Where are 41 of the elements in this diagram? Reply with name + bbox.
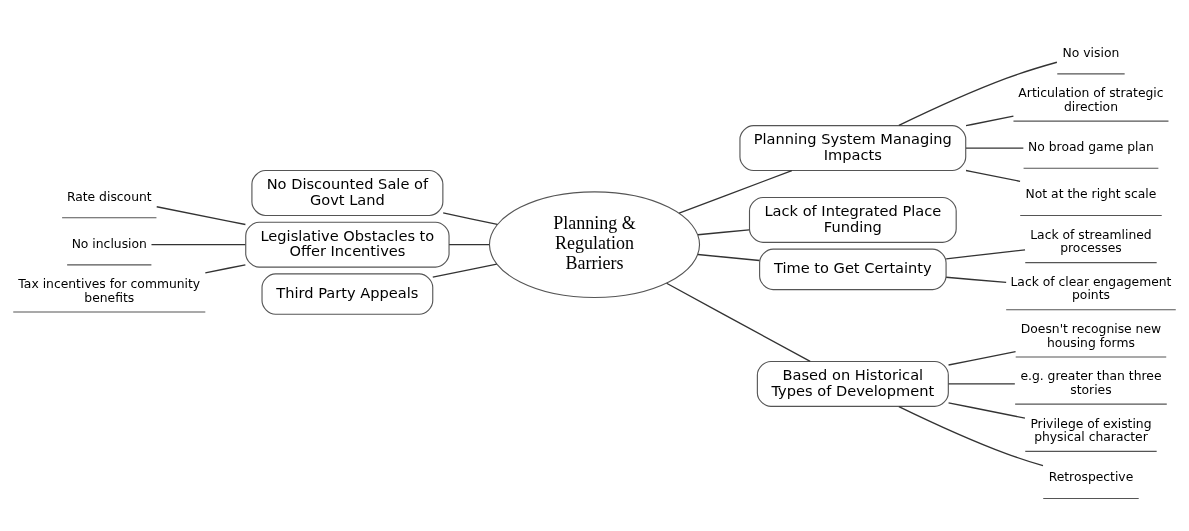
node-box: Planning System Managing Impacts — [739, 124, 967, 171]
node-text: No inclusion — [71, 236, 147, 251]
node-box: Legislative Obstacles to Offer Incentives — [245, 221, 450, 268]
connector — [442, 211, 498, 225]
connector — [432, 263, 498, 278]
connector — [678, 169, 793, 214]
connector — [448, 243, 490, 245]
node-text: Rate discount — [66, 189, 152, 204]
node-ellipse: Planning & Regulation Barriers — [488, 190, 701, 298]
connector — [898, 61, 1058, 126]
connector — [204, 263, 247, 274]
connector — [665, 282, 811, 362]
node-text: Tax incentives for community benefits — [18, 276, 201, 305]
connector — [156, 205, 247, 225]
node-text: Retrospective — [1048, 469, 1134, 484]
connector — [965, 115, 1015, 126]
node-box: Time to Get Certainty — [759, 248, 947, 290]
connector — [697, 228, 750, 235]
connector — [697, 253, 761, 261]
node-text: Lack of clear engagement points — [1010, 274, 1172, 302]
connector — [947, 350, 1017, 366]
node-text: Doesn't recognise new housing forms — [1020, 321, 1162, 350]
connector — [947, 382, 1016, 385]
connector — [947, 401, 1026, 419]
node-text: Articulation of strategic direction — [1018, 85, 1164, 114]
node-box: Lack of Integrated Place Funding — [748, 196, 957, 243]
node-text: Privilege of existing physical character — [1030, 416, 1152, 444]
node-text: Lack of streamlined processes — [1030, 227, 1152, 255]
connector — [150, 243, 246, 245]
node-text: No vision — [1062, 45, 1120, 60]
connector — [945, 248, 1026, 259]
node-box: No Discounted Sale of Govt Land — [251, 169, 444, 216]
connector — [898, 405, 1044, 466]
connector — [945, 276, 1007, 283]
node-box: Third Party Appeals — [261, 272, 434, 315]
node-text: e.g. greater than three stories — [1020, 368, 1162, 397]
node-box: Based on Historical Types of Development — [756, 360, 949, 407]
node-text: Not at the right scale — [1025, 186, 1157, 201]
connector — [965, 146, 1025, 149]
connector — [965, 169, 1021, 182]
node-text: No broad game plan — [1028, 139, 1154, 154]
